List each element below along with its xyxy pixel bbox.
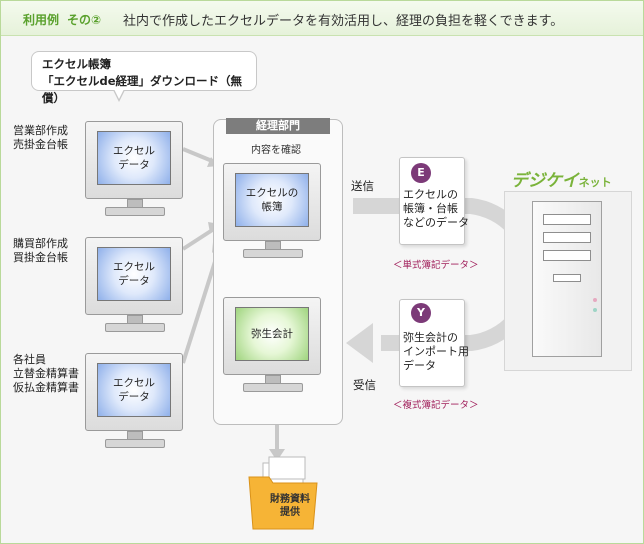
drive-bay bbox=[543, 214, 591, 225]
purchasing-monitor: エクセルデータ bbox=[85, 237, 183, 315]
screen-line: エクセルの bbox=[245, 187, 299, 199]
folder-line: 提供 bbox=[280, 507, 300, 518]
financial-folder-icon bbox=[248, 456, 318, 530]
screen-line: エクセル bbox=[113, 145, 155, 157]
callout-line-1: エクセル帳簿 bbox=[42, 57, 111, 71]
doc-line: 帳簿・台帳 bbox=[403, 202, 458, 215]
drive-bay bbox=[543, 232, 591, 243]
yayoi-monitor: 弥生会計 bbox=[223, 297, 321, 375]
employees-label: 各社員 立替金精算書 仮払金精算書 bbox=[13, 353, 79, 395]
doc-line: インポート用 bbox=[403, 345, 469, 358]
monitor-screen: エクセルの帳簿 bbox=[235, 173, 309, 227]
sales-dept-label: 営業部作成 売掛金台帳 bbox=[13, 124, 68, 152]
financial-docs-label: 財務資料 提供 bbox=[265, 493, 315, 519]
receive-doc-text: 弥生会計の インポート用 データ bbox=[403, 331, 469, 373]
server-tower-icon bbox=[532, 201, 602, 357]
drive-bay bbox=[543, 250, 591, 261]
label-line: 購買部作成 bbox=[13, 237, 68, 250]
status-led bbox=[593, 298, 597, 302]
sales-monitor: エクセルデータ bbox=[85, 121, 183, 199]
callout-line-2: 「エクセルde経理」ダウンロード（無償） bbox=[42, 74, 243, 105]
excel-data-document bbox=[399, 157, 465, 245]
label-line: 各社員 bbox=[13, 353, 46, 366]
status-led bbox=[593, 308, 597, 312]
monitor-base bbox=[105, 323, 165, 332]
down-arrow-head bbox=[269, 449, 285, 461]
employee-monitor: エクセルデータ bbox=[85, 353, 183, 431]
folder-line: 財務資料 bbox=[270, 494, 310, 505]
label-line: 仮払金精算書 bbox=[13, 381, 79, 394]
excel-badge-icon: E bbox=[411, 163, 431, 183]
header-bar: 利用例 その② 社内で作成したエクセルデータを有効活用し、経理の負担を軽くできま… bbox=[1, 1, 643, 36]
purchasing-dept-label: 購買部作成 買掛金台帳 bbox=[13, 237, 68, 265]
dept-subtitle: 内容を確認 bbox=[251, 145, 301, 156]
excel-ledger-callout: エクセル帳簿 「エクセルde経理」ダウンロード（無償） bbox=[31, 51, 257, 105]
screen-line: データ bbox=[118, 275, 150, 287]
screen-line: エクセル bbox=[113, 377, 155, 389]
monitor-base bbox=[243, 249, 303, 258]
header-tag: 利用例 bbox=[23, 13, 60, 27]
label-line: 買掛金台帳 bbox=[13, 251, 68, 264]
monitor-screen: エクセルデータ bbox=[97, 247, 171, 301]
digikei-net-logo: デジケイネット bbox=[511, 166, 612, 191]
doc-line: データ bbox=[403, 359, 436, 372]
label-line: 売掛金台帳 bbox=[13, 138, 68, 151]
label-line: 立替金精算書 bbox=[13, 367, 79, 380]
dept-title: 経理部門 bbox=[226, 118, 330, 134]
monitor-screen: エクセルデータ bbox=[97, 363, 171, 417]
monitor-base bbox=[105, 439, 165, 448]
screen-line: データ bbox=[118, 391, 150, 403]
doc-line: などのデータ bbox=[403, 216, 469, 229]
single-entry-caption: ＜単式簿記データ＞ bbox=[393, 260, 479, 271]
send-label: 送信 bbox=[351, 179, 374, 193]
header-number: その② bbox=[67, 13, 102, 27]
monitor-screen: 弥生会計 bbox=[235, 307, 309, 361]
yayoi-import-document bbox=[399, 299, 465, 387]
drive-slot bbox=[553, 274, 581, 282]
doc-line: 弥生会計の bbox=[403, 331, 458, 344]
receive-label: 受信 bbox=[353, 378, 376, 392]
receive-arrow-head bbox=[346, 323, 373, 363]
excel-ledger-monitor: エクセルの帳簿 bbox=[223, 163, 321, 241]
label-line: 営業部作成 bbox=[13, 124, 68, 137]
screen-line: データ bbox=[118, 159, 150, 171]
callout-tail-inner bbox=[114, 89, 124, 99]
monitor-base bbox=[243, 383, 303, 392]
screen-line: 帳簿 bbox=[261, 201, 283, 213]
screen-line: 弥生会計 bbox=[251, 328, 293, 340]
double-entry-caption: ＜複式簿記データ＞ bbox=[393, 400, 479, 411]
monitor-screen: エクセルデータ bbox=[97, 131, 171, 185]
doc-line: エクセルの bbox=[403, 188, 458, 201]
send-doc-text: エクセルの 帳簿・台帳 などのデータ bbox=[403, 188, 469, 230]
header-title: 社内で作成したエクセルデータを有効活用し、経理の負担を軽くできます。 bbox=[123, 14, 564, 29]
logo-main: デジケイ bbox=[511, 171, 579, 191]
monitor-base bbox=[105, 207, 165, 216]
yayoi-badge-icon: Y bbox=[411, 303, 431, 323]
screen-line: エクセル bbox=[113, 261, 155, 273]
logo-sub: ネット bbox=[578, 176, 612, 189]
